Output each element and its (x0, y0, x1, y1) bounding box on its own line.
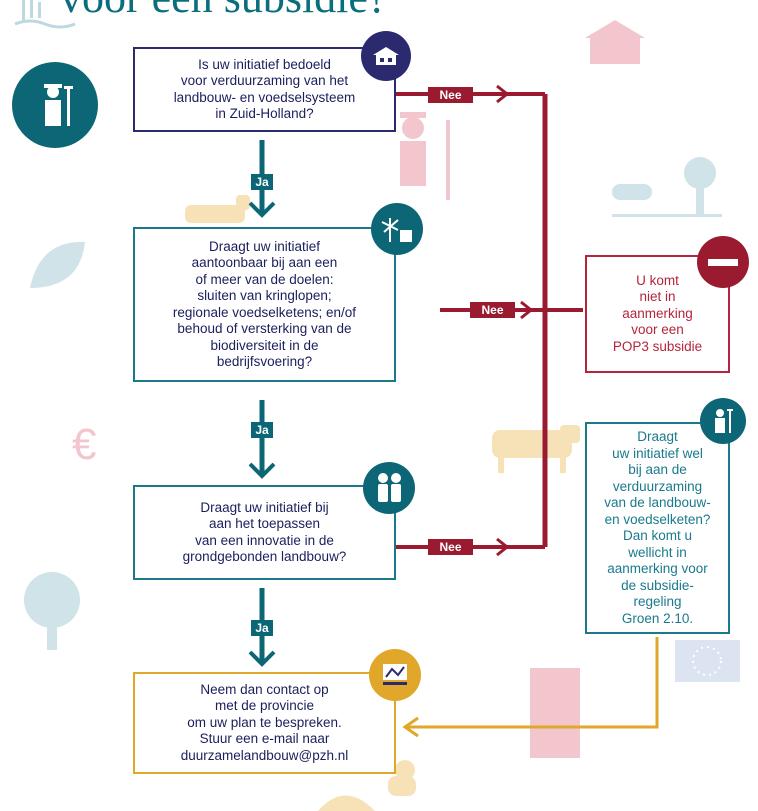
house-icon (361, 31, 411, 81)
windmill-icon (371, 203, 423, 255)
question-2-box: Draagt uw initiatief aantoonbaar bij aan… (133, 227, 396, 382)
question-1-box: Is uw initiatief bedoeld voor verduurzam… (133, 47, 396, 132)
cow-illustration (492, 425, 580, 473)
euro-symbol: € (72, 420, 97, 469)
yes-label-2: Ja (251, 422, 273, 438)
leaf-illustration (30, 241, 85, 288)
farmer-icon-small (700, 398, 746, 444)
no-label-2: Nee (470, 302, 515, 318)
farmer-icon (12, 62, 98, 148)
question-3-box: Draagt uw initiatief bij aan het toepass… (133, 485, 396, 580)
tree-illustration-2 (24, 572, 80, 650)
children-icon (363, 462, 415, 514)
contact-box: Neem dan contact op met de provincie om … (133, 672, 396, 774)
house-illustration (585, 20, 645, 64)
yes-label-3: Ja (251, 620, 273, 636)
duck-illustration (388, 760, 416, 796)
horse-illustration (185, 195, 250, 223)
alternative-box: Draagt uw initiatief wel bij aan de verd… (585, 422, 730, 634)
building-illustration (530, 668, 580, 758)
no-label-3: Nee (428, 539, 473, 555)
tree-illustration (612, 157, 722, 217)
no-entry-icon (697, 236, 749, 288)
province-logo-icon (369, 649, 421, 701)
eu-flag-icon (675, 640, 740, 682)
reeds-illustration (14, 0, 76, 29)
no-label-1: Nee (428, 87, 473, 103)
page-title: voor een subsidie? (60, 0, 387, 23)
yes-label-1: Ja (251, 174, 273, 190)
haystack-illustration (318, 795, 375, 811)
farmer-illustration (400, 112, 450, 200)
